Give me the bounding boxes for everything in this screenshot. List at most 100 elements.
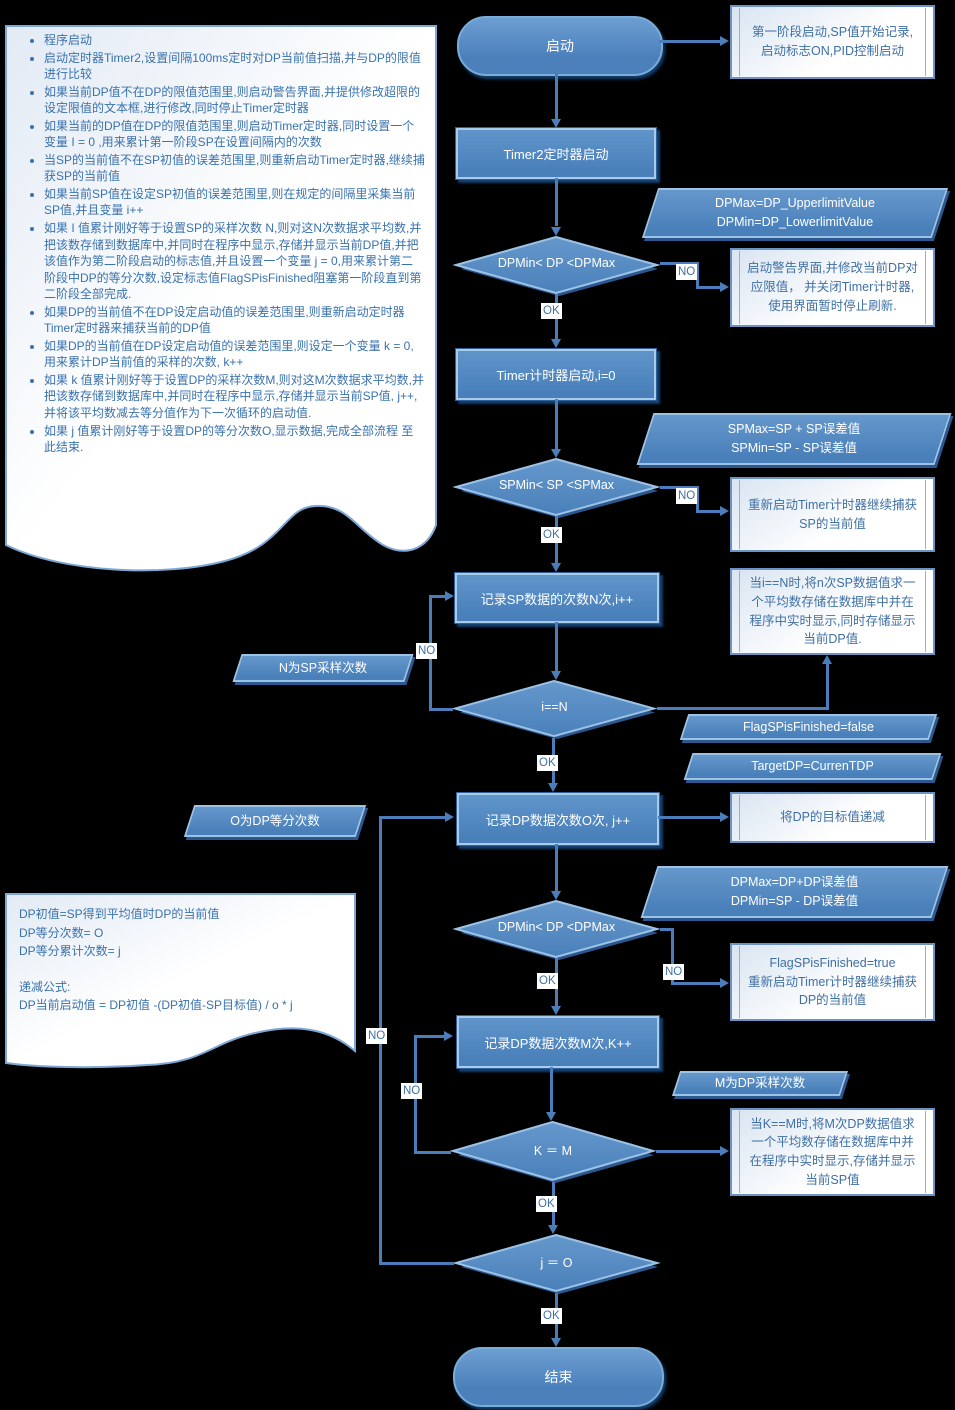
decision-dp-limit-1: DPMin< DP <DPMax <box>453 236 660 296</box>
edge-label-no: NO <box>401 1083 423 1099</box>
connector-spcheck-no <box>660 486 699 489</box>
bullet-item: 如果DP的当前值不在DP设定启动值的误差范围里,则重新启动定时器Timer定时器… <box>44 304 425 337</box>
arrowhead-right <box>444 1031 453 1041</box>
bullet-item: 如果当前SP值在设定SP初值的误差范围里,则在规定的间隔里采集当前SP值,并且变… <box>44 186 425 219</box>
process-record-sp: 记录SP数据的次数N次,i++ <box>454 572 660 624</box>
arrowhead-right <box>445 591 454 601</box>
annotation-text: 当i==N时,将n次SP数据值求一个平均数存储在数据库中并在程序中实时显示,同时… <box>749 576 916 647</box>
annotation-text: 将DP的目标值递减 <box>780 810 885 825</box>
decision-label: SPMin< SP <SPMax <box>498 478 615 492</box>
data-n-sample-count-note: N为SP采样次数 <box>237 654 409 682</box>
notes-document-bottom: DP初值=SP得到平均值时DP的当前值 DP等分次数= O DP等分累计次数= … <box>5 893 357 1073</box>
arrowhead-down <box>548 1225 558 1234</box>
connector-ieqn-no-loop <box>429 708 453 711</box>
connector-recorddpm-keqm <box>550 1067 553 1114</box>
notes-document-top: 程序启动 启动定时器Timer2,设置间隔100ms定时对DP当前值扫描,并与D… <box>5 25 443 585</box>
connector-keqm-no-loop <box>414 1035 444 1038</box>
notes-top-list: 程序启动 启动定时器Timer2,设置间隔100ms定时对DP当前值扫描,并与D… <box>11 32 425 456</box>
notes-top-text: 程序启动 启动定时器Timer2,设置间隔100ms定时对DP当前值扫描,并与D… <box>11 32 425 457</box>
edge-label-ok: OK <box>537 755 558 771</box>
annotation-phase1-start: 第一阶段启动,SP值开始记录,启动标志ON,PID控制启动 <box>730 5 935 79</box>
data-dp-error-limit-values: DPMax=DP+DP误差值 DPMin=SP - DP误差值 <box>649 866 940 918</box>
data-line: O为DP等分次数 <box>230 813 320 828</box>
start-terminal: 启动 <box>457 16 663 76</box>
decision-sp-range: SPMin< SP <SPMax <box>453 458 660 518</box>
note-line: DP当前启动值 = DP初值 -(DP初值-SP目标值) / o * j <box>19 998 293 1013</box>
bullet-item: 如果当前DP值不在DP的限值范围里,则启动警告界面,并提供修改超限的设定限值的文… <box>44 84 425 117</box>
edge-label-no: NO <box>663 964 685 980</box>
arrowhead-down <box>548 783 558 792</box>
arrowhead-down <box>551 1338 561 1347</box>
connector-jeqo-no-loop <box>379 816 446 819</box>
annotation-text: 启动警告界面,并修改当前DP对应限值， 并关闭Timer计时器,使用界面暂时停止… <box>747 261 918 313</box>
arrowhead-down <box>551 339 561 348</box>
data-line: M为DP采样次数 <box>714 1076 806 1091</box>
connector-recordsp-ieqn <box>555 622 558 672</box>
data-target-dp: TargetDP=CurrenTDP <box>688 753 937 780</box>
bullet-item: 启动定时器Timer2,设置间隔100ms定时对DP当前值扫描,并与DP的限值进… <box>44 50 425 83</box>
edge-label-ok: OK <box>541 527 562 543</box>
process-label: 记录DP数据次数M次,K++ <box>484 1035 632 1051</box>
annotation-k-equals-m-note: 当K==M时,将M次DP数据值求一个平均数存储在数据库中并在程序中实时显示,存储… <box>730 1108 935 1196</box>
data-m-sample-count-note: M为DP采样次数 <box>676 1071 844 1096</box>
connector-dpcheck2-no <box>671 928 674 985</box>
arrowhead-right <box>720 282 729 292</box>
annotation-warning-screen: 启动警告界面,并修改当前DP对应限值， 并关闭Timer计时器,使用界面暂时停止… <box>730 248 935 327</box>
connector-ieqn-no-loop <box>429 595 446 598</box>
process-label: 记录SP数据的次数N次,i++ <box>480 591 634 607</box>
edge-label-no: NO <box>366 1028 388 1044</box>
arrowhead-down <box>546 1112 556 1121</box>
decision-i-equals-n: i==N <box>452 680 657 739</box>
note-line: 递减公式: <box>19 979 71 994</box>
process-label: 记录DP数据次数O次, j++ <box>485 812 631 828</box>
bullet-item: 当SP的当前值不在SP初值的误差范围里,则重新启动Timer定时器,继续捕获SP… <box>44 152 425 185</box>
connector-start-phase1note <box>659 40 720 43</box>
process-label: Timer计时器启动,i=0 <box>496 368 616 383</box>
bullet-item: 如果DP的当前值在DP设定启动值的误差范围里,则设定一个变量 k = 0,用来累… <box>44 338 425 371</box>
decision-k-equals-m: K ＝ M <box>450 1121 656 1183</box>
decision-label: K ＝ M <box>533 1143 573 1158</box>
note-line: DP初值=SP得到平均值时DP的当前值 <box>19 907 220 921</box>
data-line: SPMin=SP - SP误差值 <box>731 441 857 455</box>
connector-jeqo-no-loop <box>379 1262 454 1265</box>
document-shape-outline <box>5 25 437 572</box>
bullet-item: 如果 k 值累计刚好等于设置DP的采样次数M,则对这M次数据求平均数,并把该数存… <box>44 372 425 422</box>
arrowhead-right <box>720 506 729 516</box>
bullet-item: 如果 j 值累计刚好等于设置DP的等分次数O,显示数据,完成全部流程 至此结束. <box>44 423 425 456</box>
connector-ieqn-inote <box>826 663 829 709</box>
document-shape-outline <box>5 893 356 1069</box>
edge-label-no: NO <box>676 488 698 504</box>
arrowhead-down <box>551 671 561 680</box>
annotation-flag-true-restart-dp: FlagSPisFinished=true 重新启动Timer计时器继续捕获DP… <box>730 943 935 1021</box>
arrowhead-down <box>551 119 561 128</box>
edge-label-ok: OK <box>541 1308 562 1324</box>
data-line: DPMin=DP_LowerlimitValue <box>716 215 874 229</box>
arrowhead-right <box>720 1146 729 1156</box>
connector-spcheck-no <box>696 486 699 513</box>
arrowhead-right <box>720 812 729 822</box>
connector-recorddpo-dpcheck2 <box>555 844 558 892</box>
connector-dpcheck2-no <box>671 982 720 985</box>
arrowhead-down <box>551 449 561 458</box>
connector-keqm-no-loop <box>414 1151 451 1154</box>
edge-label-ok: OK <box>536 1196 557 1212</box>
connector-dpcheck1-no <box>696 262 699 288</box>
start-label: 启动 <box>546 38 574 54</box>
connector-keqm-knote <box>656 1150 720 1153</box>
connector-start-timer2 <box>555 72 558 120</box>
connector-dpcheck1-no <box>660 262 699 265</box>
decision-label: i==N <box>541 699 568 714</box>
edge-label-ok: OK <box>537 973 558 989</box>
connector-timer2-dpcheck1 <box>555 178 558 226</box>
decision-dp-limit-2: DPMin< DP <DPMax <box>453 900 660 960</box>
process-timer2-start: Timer2定时器启动 <box>455 127 657 180</box>
connector-timerstart-spcheck <box>555 399 558 450</box>
process-record-dp-m: 记录DP数据次数M次,K++ <box>456 1015 660 1069</box>
data-line: FlagSPisFinished=false <box>743 719 874 734</box>
data-sp-limit-values: SPMax=SP + SP误差值 SPMin=SP - SP误差值 <box>645 413 943 465</box>
data-line: N为SP采样次数 <box>278 660 368 675</box>
arrowhead-right <box>720 36 729 46</box>
decision-label: DPMin< DP <DPMax <box>497 920 616 934</box>
arrowhead-right <box>445 812 454 822</box>
